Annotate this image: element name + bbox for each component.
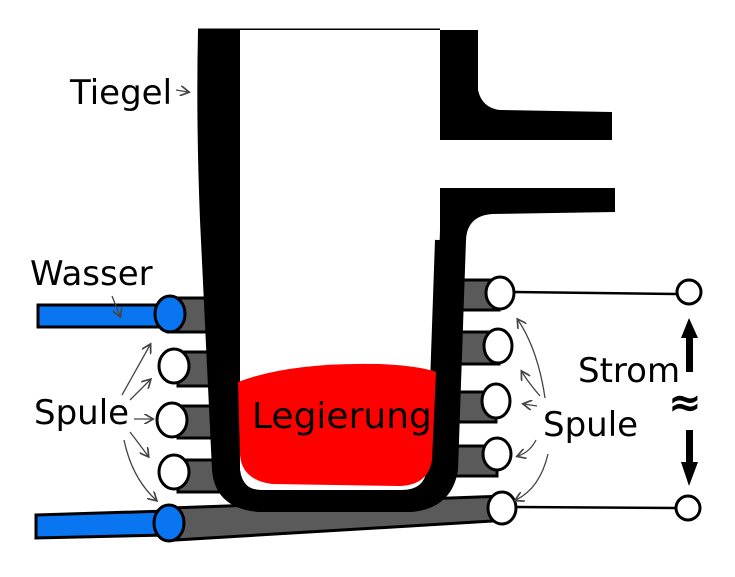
coil-right-label: Spule xyxy=(543,405,638,445)
terminal-top xyxy=(675,278,703,306)
ac-symbol: ≈ xyxy=(668,380,702,426)
arrow-up-icon xyxy=(681,318,698,372)
alloy-melt: Legierung xyxy=(238,363,436,486)
coil-left-label: Spule xyxy=(34,393,129,433)
coil-left-ends xyxy=(155,347,191,491)
crucible-label: Tiegel xyxy=(69,73,172,113)
water-arrow xyxy=(111,295,120,316)
water-inlet-top xyxy=(36,294,187,334)
alloy-label: Legierung xyxy=(252,396,432,437)
water-inlet-bottom xyxy=(34,503,186,543)
current-label: Strom xyxy=(578,351,680,391)
terminal-bottom xyxy=(674,494,702,522)
crucible-arrow xyxy=(175,90,188,92)
arrow-down-icon xyxy=(681,430,698,486)
water-label: Wasser xyxy=(30,254,153,294)
annotation-arrows xyxy=(111,90,549,500)
current-circuit: ≈ xyxy=(513,278,703,522)
coil-right-ends xyxy=(480,275,518,526)
